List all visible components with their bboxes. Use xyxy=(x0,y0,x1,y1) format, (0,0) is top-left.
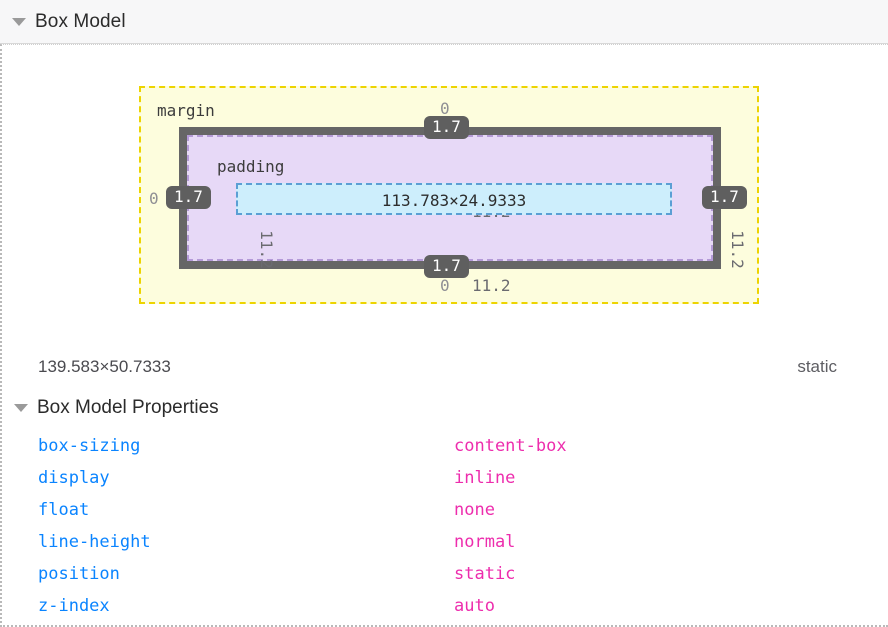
property-row[interactable]: line-height normal xyxy=(2,526,888,558)
property-value[interactable]: none xyxy=(454,500,495,520)
element-position-value: static xyxy=(797,357,837,376)
padding-bottom-value[interactable]: 11.2 xyxy=(472,276,511,295)
margin-left-value[interactable]: 0 xyxy=(149,189,159,208)
margin-region-label: margin xyxy=(157,101,215,120)
property-row[interactable]: display inline xyxy=(2,462,888,494)
box-model-content-region[interactable]: 113.783×24.9333 xyxy=(236,183,672,215)
triangle-down-icon[interactable] xyxy=(12,17,26,26)
property-value[interactable]: auto xyxy=(454,596,495,616)
box-model-properties-header[interactable]: Box Model Properties xyxy=(14,397,219,419)
border-top-value[interactable]: 1.7 xyxy=(424,116,469,140)
box-model-panel-body: margin 0 0 0 0 border padding 11.2 11.2 … xyxy=(0,44,888,627)
box-model-properties-title: Box Model Properties xyxy=(37,397,219,418)
element-size-value: 139.583×50.7333 xyxy=(38,357,171,376)
border-left-value[interactable]: 1.7 xyxy=(166,186,211,210)
property-name[interactable]: line-height xyxy=(38,532,151,552)
border-right-value[interactable]: 1.7 xyxy=(702,186,747,210)
property-name[interactable]: position xyxy=(38,564,120,584)
padding-left-value[interactable]: 11.2 xyxy=(256,230,276,269)
property-row[interactable]: float none xyxy=(2,494,888,526)
box-model-padding-region[interactable]: padding 11.2 11.2 11.2 11.2 113.783×24.9… xyxy=(187,135,747,295)
property-name[interactable]: display xyxy=(38,468,110,488)
margin-bottom-value[interactable]: 0 xyxy=(440,276,450,295)
box-model-diagram[interactable]: margin 0 0 0 0 border padding 11.2 11.2 … xyxy=(139,86,759,304)
box-model-summary: 139.583×50.7333 static xyxy=(2,357,888,377)
property-row[interactable]: box-sizing content-box xyxy=(2,430,888,462)
box-model-margin-region[interactable]: margin 0 0 0 0 border padding 11.2 11.2 … xyxy=(139,86,759,304)
box-model-border-region[interactable]: border padding 11.2 11.2 11.2 11.2 113.7… xyxy=(179,127,747,295)
box-model-properties-list: box-sizing content-box display inline float n… xyxy=(2,430,888,622)
property-value[interactable]: content-box xyxy=(454,436,567,456)
box-model-panel-header[interactable]: Box Model xyxy=(0,0,888,44)
property-name[interactable]: box-sizing xyxy=(38,436,141,456)
page-title: Box Model xyxy=(35,10,126,32)
border-bottom-value[interactable]: 1.7 xyxy=(424,255,469,279)
property-value[interactable]: inline xyxy=(454,468,516,488)
margin-top-value[interactable]: 0 xyxy=(440,99,450,118)
property-row[interactable]: position static xyxy=(2,558,888,590)
padding-right-value[interactable]: 11.2 xyxy=(727,230,747,269)
property-value[interactable]: normal xyxy=(454,532,516,552)
padding-region-label: padding xyxy=(217,157,285,176)
property-value[interactable]: static xyxy=(454,564,516,584)
property-row[interactable]: z-index auto xyxy=(2,590,888,622)
property-name[interactable]: z-index xyxy=(38,596,110,616)
content-size-value[interactable]: 113.783×24.9333 xyxy=(381,191,527,210)
triangle-down-icon[interactable] xyxy=(14,404,28,412)
property-name[interactable]: float xyxy=(38,500,90,520)
